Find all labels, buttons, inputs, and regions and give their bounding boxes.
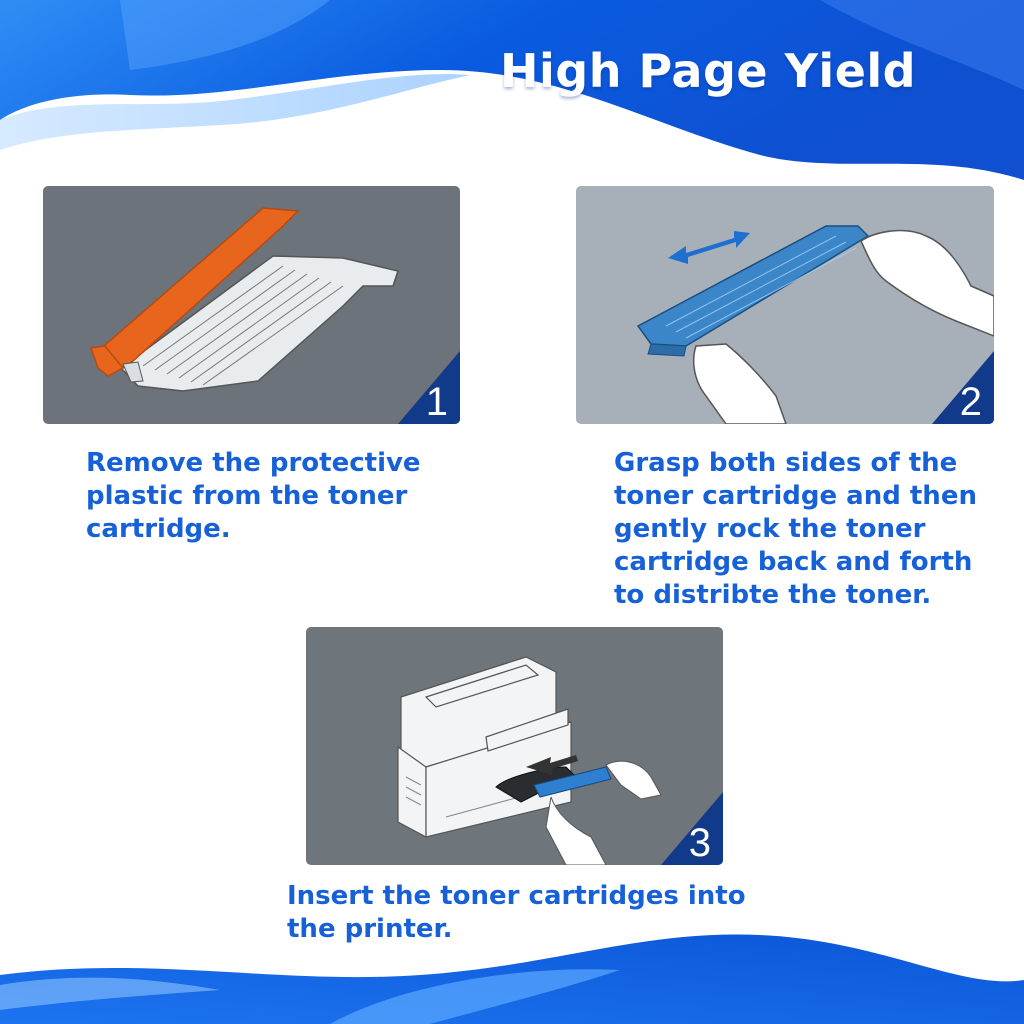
step-number-2: 2 [959, 380, 982, 424]
step-3-panel: 3 [306, 627, 723, 865]
remove-protective-cover-illustration [89, 207, 460, 424]
rock-cartridge-illustration [636, 225, 994, 424]
page-title: High Page Yield [500, 44, 917, 98]
step-number-3: 3 [688, 821, 711, 865]
step-1-caption: Remove the protective plastic from the t… [86, 448, 421, 544]
step-2-panel: 2 [576, 186, 994, 424]
step-3-caption: Insert the toner cartridges into the pri… [287, 881, 746, 944]
insert-cartridge-printer-illustration [397, 656, 723, 865]
step-1-panel: 1 [43, 186, 460, 424]
double-arrow-icon [668, 231, 750, 264]
step-number-1: 1 [425, 380, 448, 424]
step-2-caption: Grasp both sides of the toner cartridge … [614, 448, 977, 610]
